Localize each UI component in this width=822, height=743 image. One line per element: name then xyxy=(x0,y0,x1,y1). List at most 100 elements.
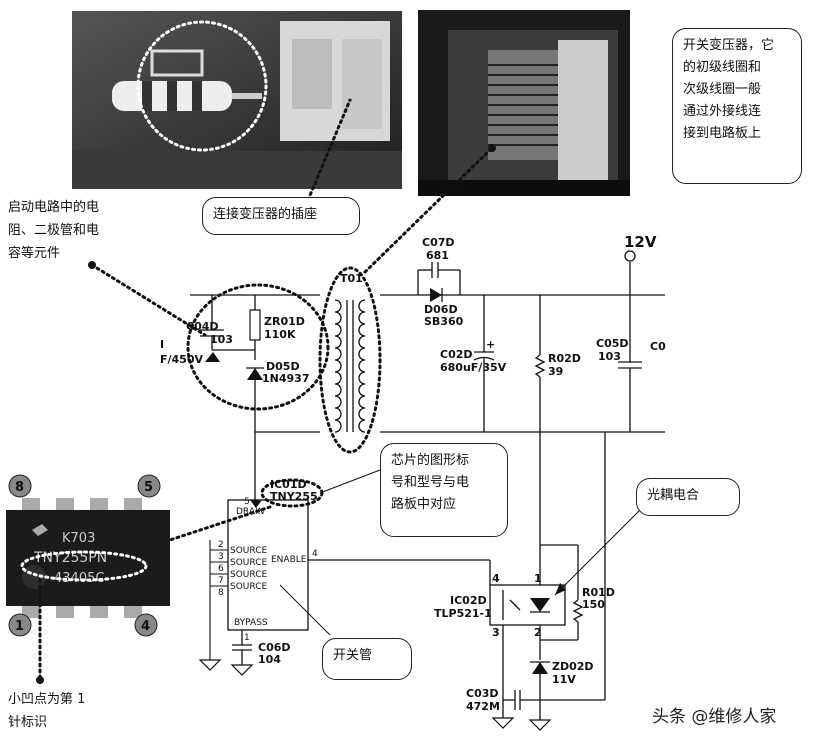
callout-switch-tube: 开关管 xyxy=(322,638,412,680)
r01d-value: 150 xyxy=(582,598,605,611)
note-startup-line1: 启动电路中的电 xyxy=(8,200,100,215)
note-startup-line3: 容等元件 xyxy=(8,246,61,261)
d06d-value: SB360 xyxy=(424,315,464,328)
callout-chip-line3: 路板中对应 xyxy=(391,497,457,512)
callout-chip-line2: 号和型号与电 xyxy=(391,475,470,490)
callout-transformer-line2: 的初级线圈和 xyxy=(683,60,762,75)
callout-socket: 连接变压器的插座 xyxy=(202,197,360,235)
opto-pin1: 1 xyxy=(534,572,542,585)
ic02d-optocoupler xyxy=(489,584,566,626)
note-startup-circuit: 启动电路中的电 阻、二极管和电 容等元件 xyxy=(8,196,148,265)
r02d-name: R02D xyxy=(548,352,581,365)
callout-chip-line1: 芯片的图形标 xyxy=(391,453,470,468)
chip-marking-3: 43405C xyxy=(54,571,104,586)
r01d-resistor xyxy=(572,599,584,623)
note-pin1-line1: 小凹点为第 1 xyxy=(8,692,86,707)
c0-partial-label: C0 xyxy=(650,340,666,353)
note-startup-line2: 阻、二极管和电 xyxy=(8,223,100,238)
transformer-highlight xyxy=(318,266,382,454)
c05d-value: 103 xyxy=(598,350,621,363)
startup-circuit-highlight xyxy=(186,283,330,411)
ic01d-source-1: SOURCE xyxy=(230,546,267,556)
ic01d-drain: DRAIN xyxy=(236,507,264,517)
zr01d-resistor xyxy=(249,309,261,341)
callout-transformer: 开关变压器，它 的初级线圈和 次级线圈一般 通过外接线连 接到电路板上 xyxy=(672,28,802,184)
d06d-diode xyxy=(430,288,442,302)
leader-chip xyxy=(168,505,272,542)
ic01d-pin3: 3 xyxy=(218,552,224,562)
ic01d-tny255 xyxy=(227,499,309,631)
d06d-name: D06D xyxy=(424,303,458,316)
vout-terminal xyxy=(624,250,636,262)
c06d-value: 104 xyxy=(258,653,281,666)
opto-pin3: 3 xyxy=(492,626,500,639)
note-pin1-marker: 小凹点为第 1 针标识 xyxy=(8,688,148,734)
ic01d-pin4: 4 xyxy=(312,549,318,559)
c03d-value: 472M xyxy=(466,700,500,713)
ic02d-value: TLP521-1 xyxy=(434,607,492,620)
transformer-photo-art xyxy=(418,10,630,196)
c07d-name: C07D xyxy=(422,236,455,249)
d05d-name: D05D xyxy=(266,360,300,373)
t01-label: T01 xyxy=(340,272,363,285)
callout-switch-tube-text: 开关管 xyxy=(333,648,373,663)
c02d-value: 680uF/35V xyxy=(440,361,507,374)
transformer-photo xyxy=(418,10,630,196)
ic01d-source-2: SOURCE xyxy=(230,558,267,568)
c05d-name: C05D xyxy=(596,337,629,350)
callout-optocoupler-text: 光耦电合 xyxy=(647,488,700,503)
note-pin1-line2: 针标识 xyxy=(8,715,48,730)
ic01d-highlight xyxy=(260,478,324,508)
ic01d-bypass: BYPASS xyxy=(234,618,268,628)
c03d-name: C03D xyxy=(466,687,499,700)
ground-symbol xyxy=(198,659,222,671)
ic01d-pin8: 8 xyxy=(218,588,224,598)
ic01d-pin2: 2 xyxy=(218,540,224,550)
zr01d-value: 110K xyxy=(264,328,296,341)
watermark: 头条 @维修人家 xyxy=(652,707,777,727)
callout-chip-symbol: 芯片的图形标 号和型号与电 路板中对应 xyxy=(380,443,508,537)
callout-transformer-line5: 接到电路板上 xyxy=(683,126,762,141)
brand-logo xyxy=(32,524,48,536)
c07d-value: 681 xyxy=(426,249,449,262)
left-cap-value: F/450V xyxy=(160,353,203,366)
ic01d-source-3: SOURCE xyxy=(230,570,267,580)
ic01d-pin1: 1 xyxy=(244,633,250,643)
ic01d-pin6: 6 xyxy=(218,564,224,574)
callout-optocoupler: 光耦电合 xyxy=(636,478,740,516)
chip-photo-art: K703 TNY255PN 43405C 8 5 1 4 xyxy=(6,474,170,637)
zd02d-zener xyxy=(532,662,548,674)
c02d-name: C02D xyxy=(440,348,473,361)
callout-transformer-line1: 开关变压器，它 xyxy=(683,38,775,53)
zr01d-name: ZR01D xyxy=(264,315,305,328)
opto-pin2: 2 xyxy=(534,626,542,639)
ic02d-name: IC02D xyxy=(450,594,487,607)
ic01d-value: TNY255 xyxy=(270,490,318,503)
r01d-name: R01D xyxy=(582,586,615,599)
transformer-t01 xyxy=(334,299,366,433)
ic01d-pin5: 5 xyxy=(244,497,250,507)
zd02d-value: 11V xyxy=(552,673,576,686)
chip-photo: K703 TNY255PN 43405C 8 5 1 4 xyxy=(4,470,174,640)
chip-pin8-label: 8 xyxy=(15,480,24,495)
opto-pin4: 4 xyxy=(492,572,500,585)
ic01d-source-4: SOURCE xyxy=(230,582,267,592)
r02d-value: 39 xyxy=(548,365,563,378)
c06d-name: C06D xyxy=(258,641,291,654)
ic01d-pin7: 7 xyxy=(218,576,224,586)
leader-transformer xyxy=(363,146,494,274)
r02d-resistor xyxy=(534,354,546,378)
d05d-value: 1N4937 xyxy=(262,372,309,385)
c02d-plus: + xyxy=(486,338,495,351)
ic01d-enable: ENABLE xyxy=(271,555,307,565)
output-voltage: 12V xyxy=(624,233,657,251)
d05d-diode xyxy=(247,368,263,380)
chip-pin4-label: 4 xyxy=(141,619,150,634)
callout-transformer-line3: 次级线圈一般 xyxy=(683,82,762,97)
board-photo xyxy=(72,11,402,189)
leader-startup xyxy=(90,263,207,337)
left-cap-prefix: I xyxy=(160,338,164,351)
chip-marking-1: K703 xyxy=(62,531,95,546)
chip-pin1-label: 1 xyxy=(15,619,24,634)
